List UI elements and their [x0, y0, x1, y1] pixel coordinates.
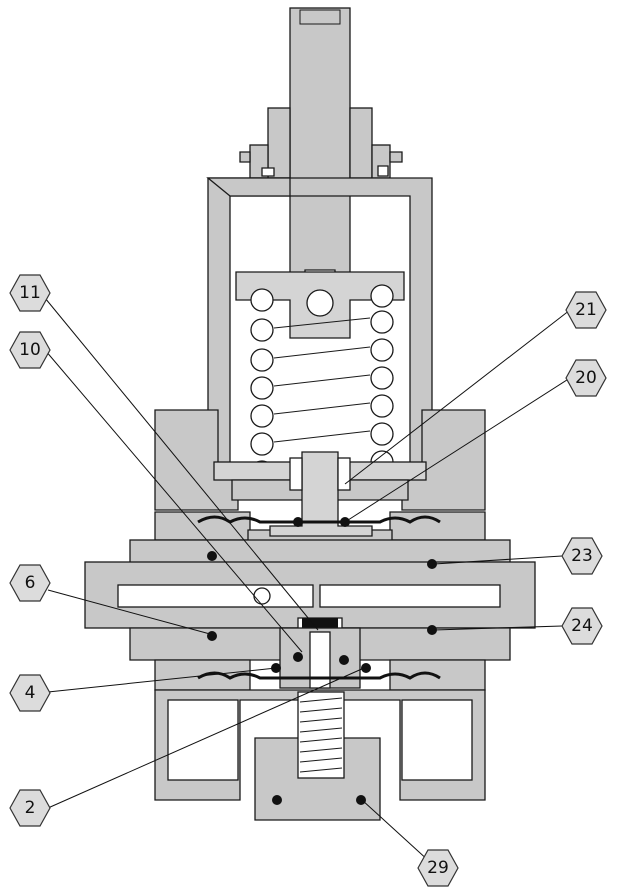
callout-label: 23 — [571, 546, 593, 566]
callout-label: 21 — [575, 300, 597, 320]
callout-label: 6 — [25, 573, 36, 593]
callout-2: 2 — [9, 789, 51, 827]
callout-29: 29 — [417, 849, 459, 887]
callout-label: 11 — [19, 283, 41, 303]
callout-label: 20 — [575, 368, 597, 388]
callout-23: 23 — [561, 537, 603, 575]
callout-label: 2 — [25, 798, 36, 818]
callout-10: 10 — [9, 331, 51, 369]
port-section — [84, 539, 536, 661]
upper-diaphragm — [197, 515, 441, 524]
callout-label: 24 — [571, 616, 593, 636]
callout-24: 24 — [561, 607, 603, 645]
callout-4: 4 — [9, 674, 51, 712]
adjusting-stem — [289, 7, 351, 291]
lock-nut — [239, 107, 403, 179]
callout-11: 11 — [9, 274, 51, 312]
callout-21: 21 — [565, 291, 607, 329]
callout-label: 10 — [19, 340, 41, 360]
callout-label: 4 — [25, 683, 36, 703]
callout-20: 20 — [565, 359, 607, 397]
callout-6: 6 — [9, 564, 51, 602]
lower-body — [154, 627, 486, 821]
callout-label: 29 — [427, 858, 449, 878]
o-rings — [207, 517, 437, 805]
leader-lines — [44, 297, 571, 863]
